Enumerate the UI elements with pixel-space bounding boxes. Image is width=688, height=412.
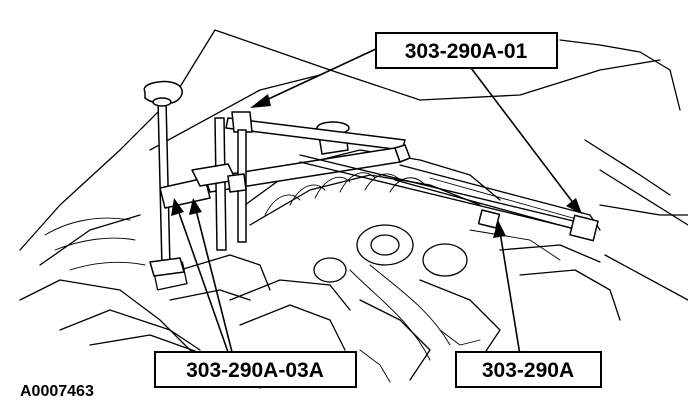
callout-tool-03a: 303-290A-03A <box>154 351 357 388</box>
engine-bay-drawing <box>19 29 688 389</box>
callout-box-tool-main <box>455 351 602 388</box>
arrowhead-tool-01-right <box>566 198 582 214</box>
callout-label-tool-03a: 303-290A-03A <box>186 359 324 382</box>
callout-box-tool-03a <box>154 351 357 388</box>
leader-tool-01-right <box>467 63 575 205</box>
leader-tool-03a-right <box>195 209 233 353</box>
callout-box-tool-01 <box>375 32 558 69</box>
callout-label-tool-main: 303-290A <box>482 359 574 382</box>
leader-tool-03a-left <box>177 209 229 353</box>
arrowhead-tool-03a-left <box>171 198 184 216</box>
arrowhead-tool-01-left <box>250 94 271 108</box>
arrowhead-tool-03a-right <box>189 198 202 215</box>
leader-lines <box>171 47 582 356</box>
leader-tool-main <box>499 231 521 356</box>
special-tool-drawing <box>143 80 599 277</box>
callout-label-tool-01: 303-290A-01 <box>405 40 528 63</box>
figure-id-label: A0007463 <box>20 383 94 400</box>
arrowhead-tool-main <box>493 220 506 238</box>
callout-tool-main: 303-290A <box>455 351 602 388</box>
callout-tool-01: 303-290A-01 <box>375 32 558 69</box>
leader-tool-01-left <box>261 47 379 103</box>
